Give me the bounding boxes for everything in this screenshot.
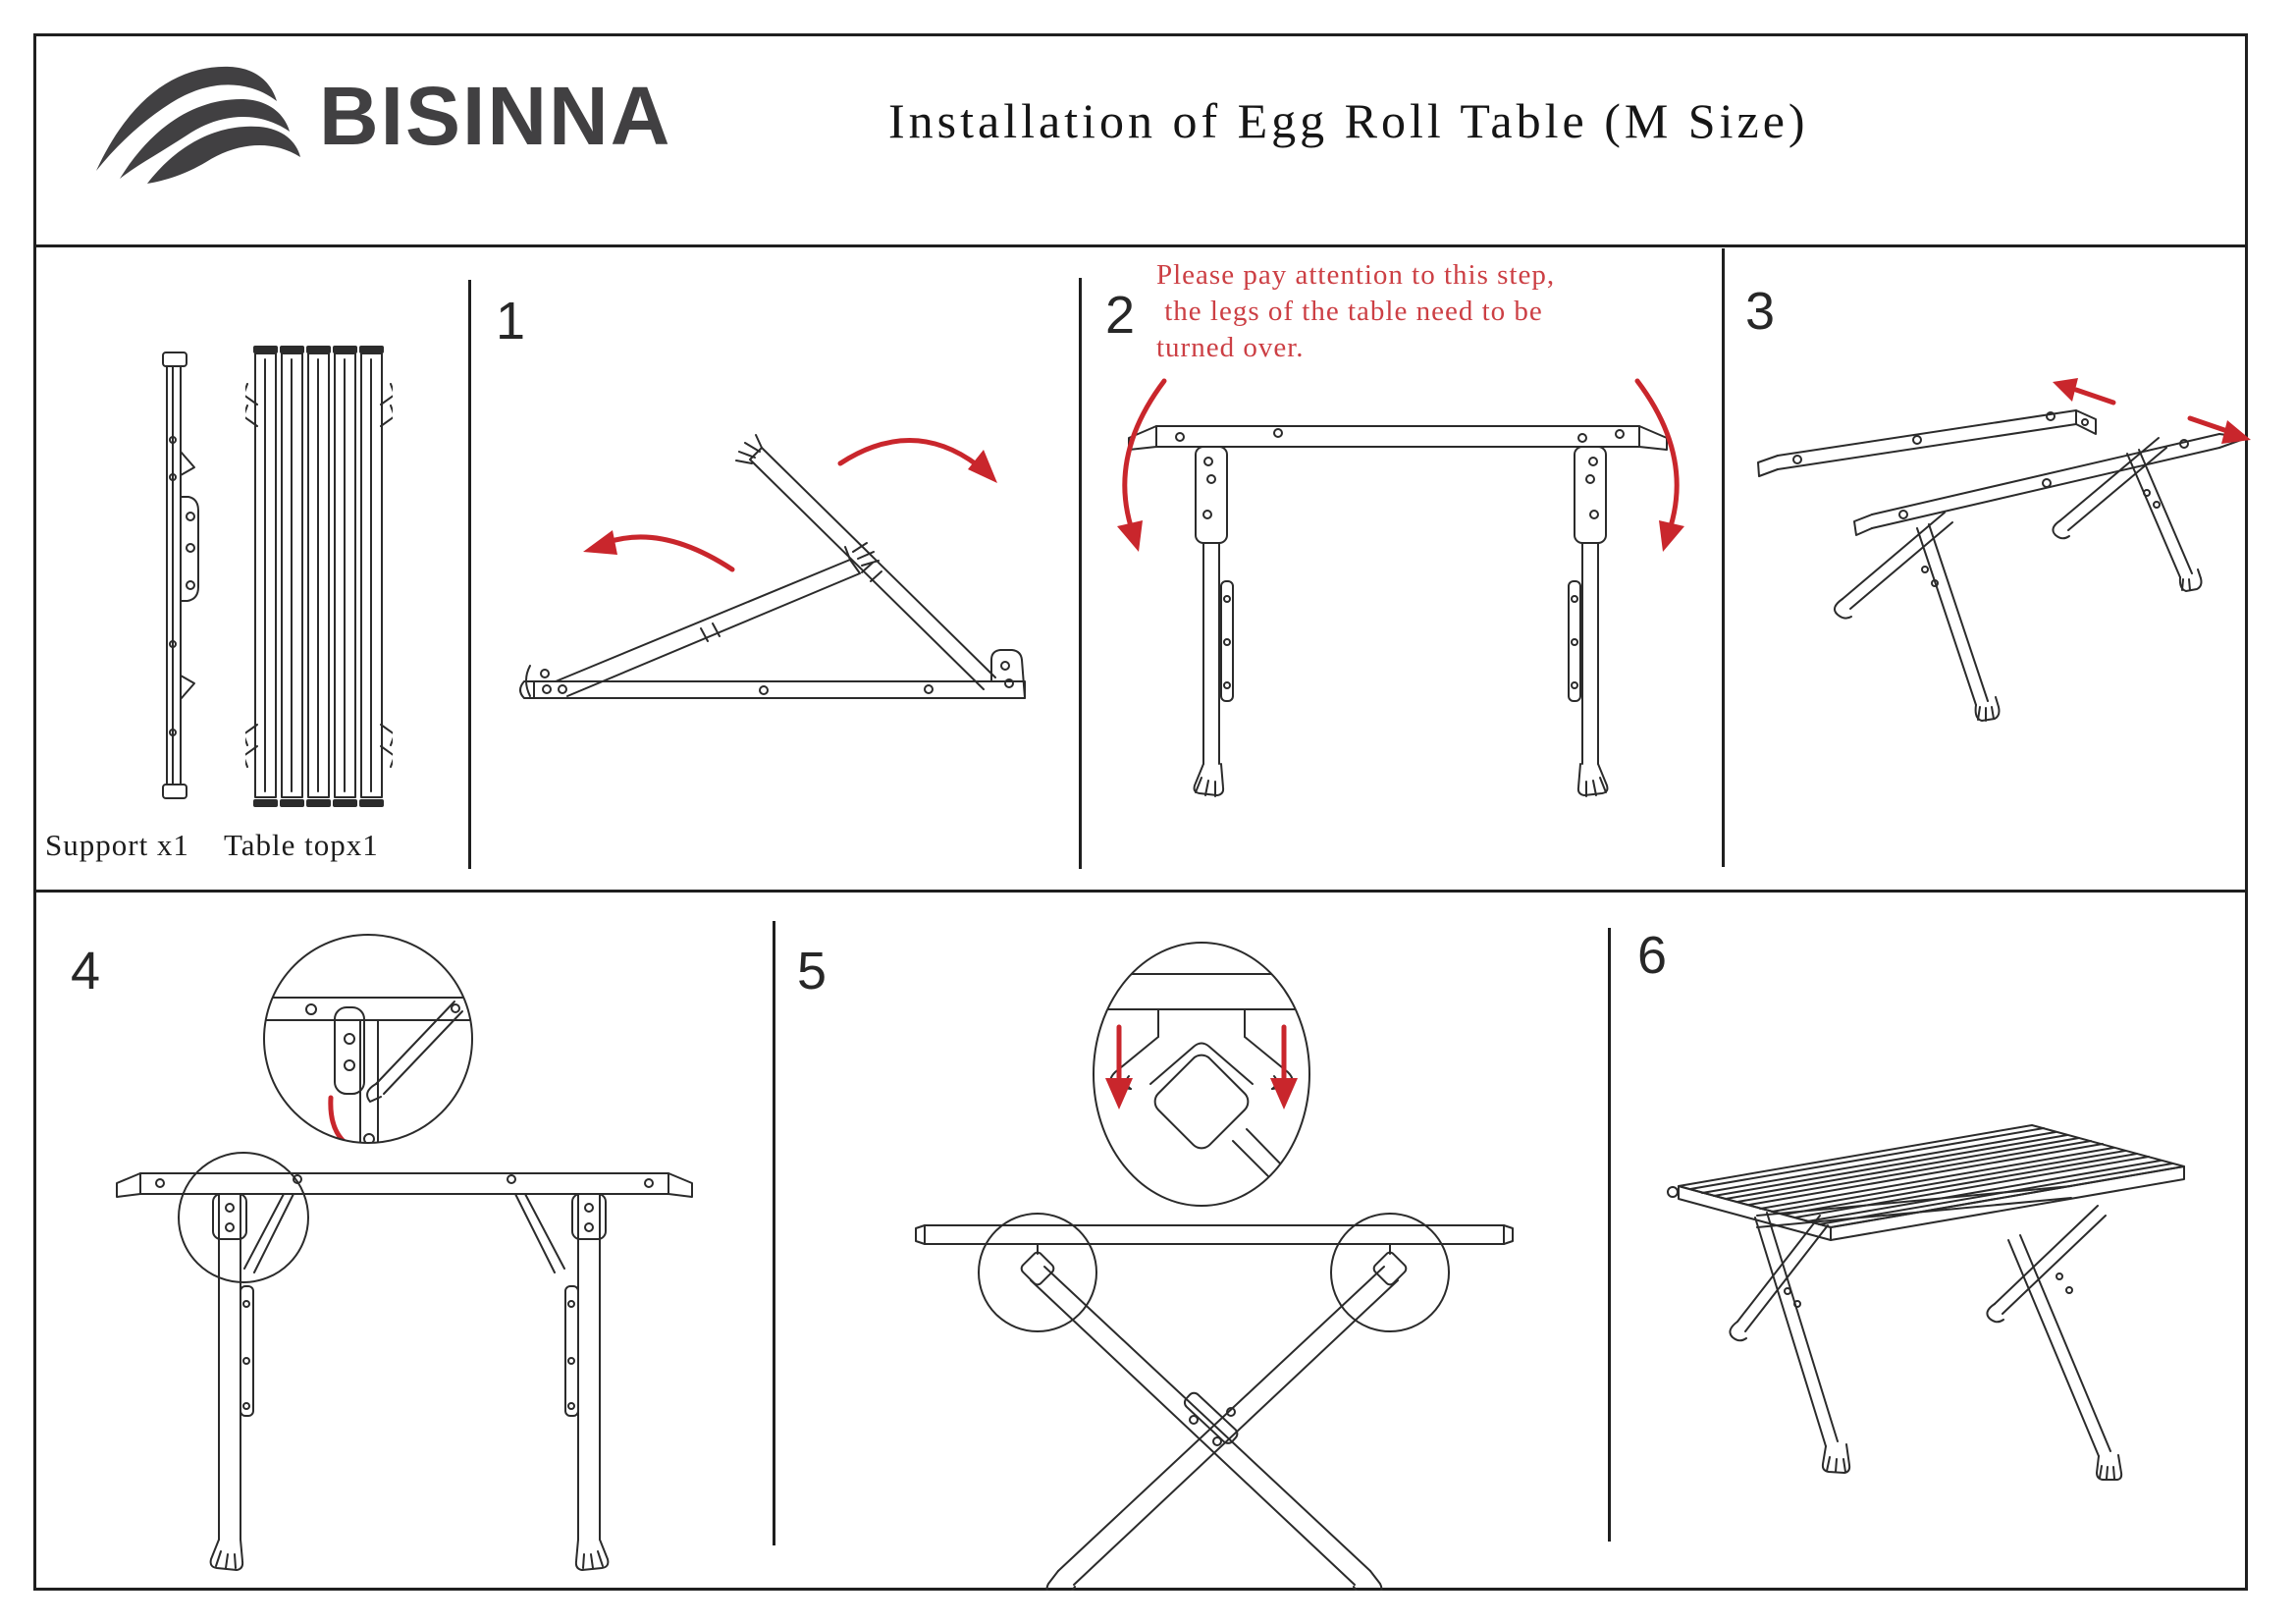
detail-circle bbox=[263, 934, 473, 1144]
part-tabletop-diagram bbox=[245, 346, 393, 807]
corner-hook-icon bbox=[245, 724, 258, 768]
step2-diagram bbox=[1117, 378, 1684, 797]
step-number-5: 5 bbox=[797, 942, 828, 1001]
pull-left-arrow-icon bbox=[2053, 378, 2116, 406]
pull-right-arrow-icon bbox=[2187, 415, 2251, 444]
flip-right-arrow-icon bbox=[1634, 378, 1684, 552]
divider-step2-step3 bbox=[1722, 248, 1725, 867]
support-label: Support x1 bbox=[45, 828, 189, 862]
divider-step4-step5 bbox=[773, 921, 775, 1545]
step-number-6: 6 bbox=[1637, 926, 1668, 985]
part-support-diagram bbox=[162, 352, 199, 799]
step6-diagram bbox=[1667, 1124, 2185, 1481]
latch-arrow-icon bbox=[328, 1095, 374, 1143]
step-number-1: 1 bbox=[496, 292, 526, 351]
warning-line: turned over. bbox=[1156, 332, 1305, 364]
brand-name: BISINNA bbox=[319, 70, 672, 162]
warning-line: the legs of the table need to be bbox=[1156, 296, 1543, 328]
warning-text: Please pay attention to this step, the l… bbox=[1156, 257, 1745, 366]
flip-left-arrow-icon bbox=[1117, 378, 1167, 552]
step-number-2: 2 bbox=[1105, 286, 1136, 345]
divider-rows bbox=[33, 890, 2248, 893]
step-number-3: 3 bbox=[1745, 282, 1776, 341]
tabletop-label: Table topx1 bbox=[224, 828, 379, 862]
page-title: Installation of Egg Roll Table (M Size) bbox=[888, 93, 1809, 148]
step5-diagram bbox=[915, 942, 1514, 1591]
unfold-right-arrow-icon bbox=[837, 438, 997, 483]
step-number-4: 4 bbox=[71, 942, 101, 1001]
highlight-circle bbox=[1330, 1213, 1450, 1332]
step3-diagram bbox=[1757, 378, 2251, 722]
step4-diagram bbox=[116, 934, 693, 1571]
warning-line: Please pay attention to this step, bbox=[1156, 259, 1556, 291]
detail-circle bbox=[1093, 942, 1310, 1207]
corner-hook-icon bbox=[380, 383, 393, 427]
highlight-circle bbox=[978, 1213, 1097, 1332]
corner-hook-icon bbox=[245, 383, 258, 427]
press-down-arrow-icon bbox=[1105, 1024, 1298, 1110]
header-rule bbox=[33, 244, 2248, 247]
brand-swoosh-icon bbox=[96, 66, 300, 184]
page-frame bbox=[33, 33, 2248, 1591]
divider-parts-step1 bbox=[468, 280, 471, 869]
step1-diagram bbox=[519, 434, 1026, 699]
highlight-circle bbox=[178, 1152, 309, 1283]
divider-step5-step6 bbox=[1608, 928, 1611, 1542]
divider-step1-step2 bbox=[1079, 278, 1082, 869]
corner-hook-icon bbox=[380, 724, 393, 768]
unfold-left-arrow-icon bbox=[583, 530, 735, 572]
